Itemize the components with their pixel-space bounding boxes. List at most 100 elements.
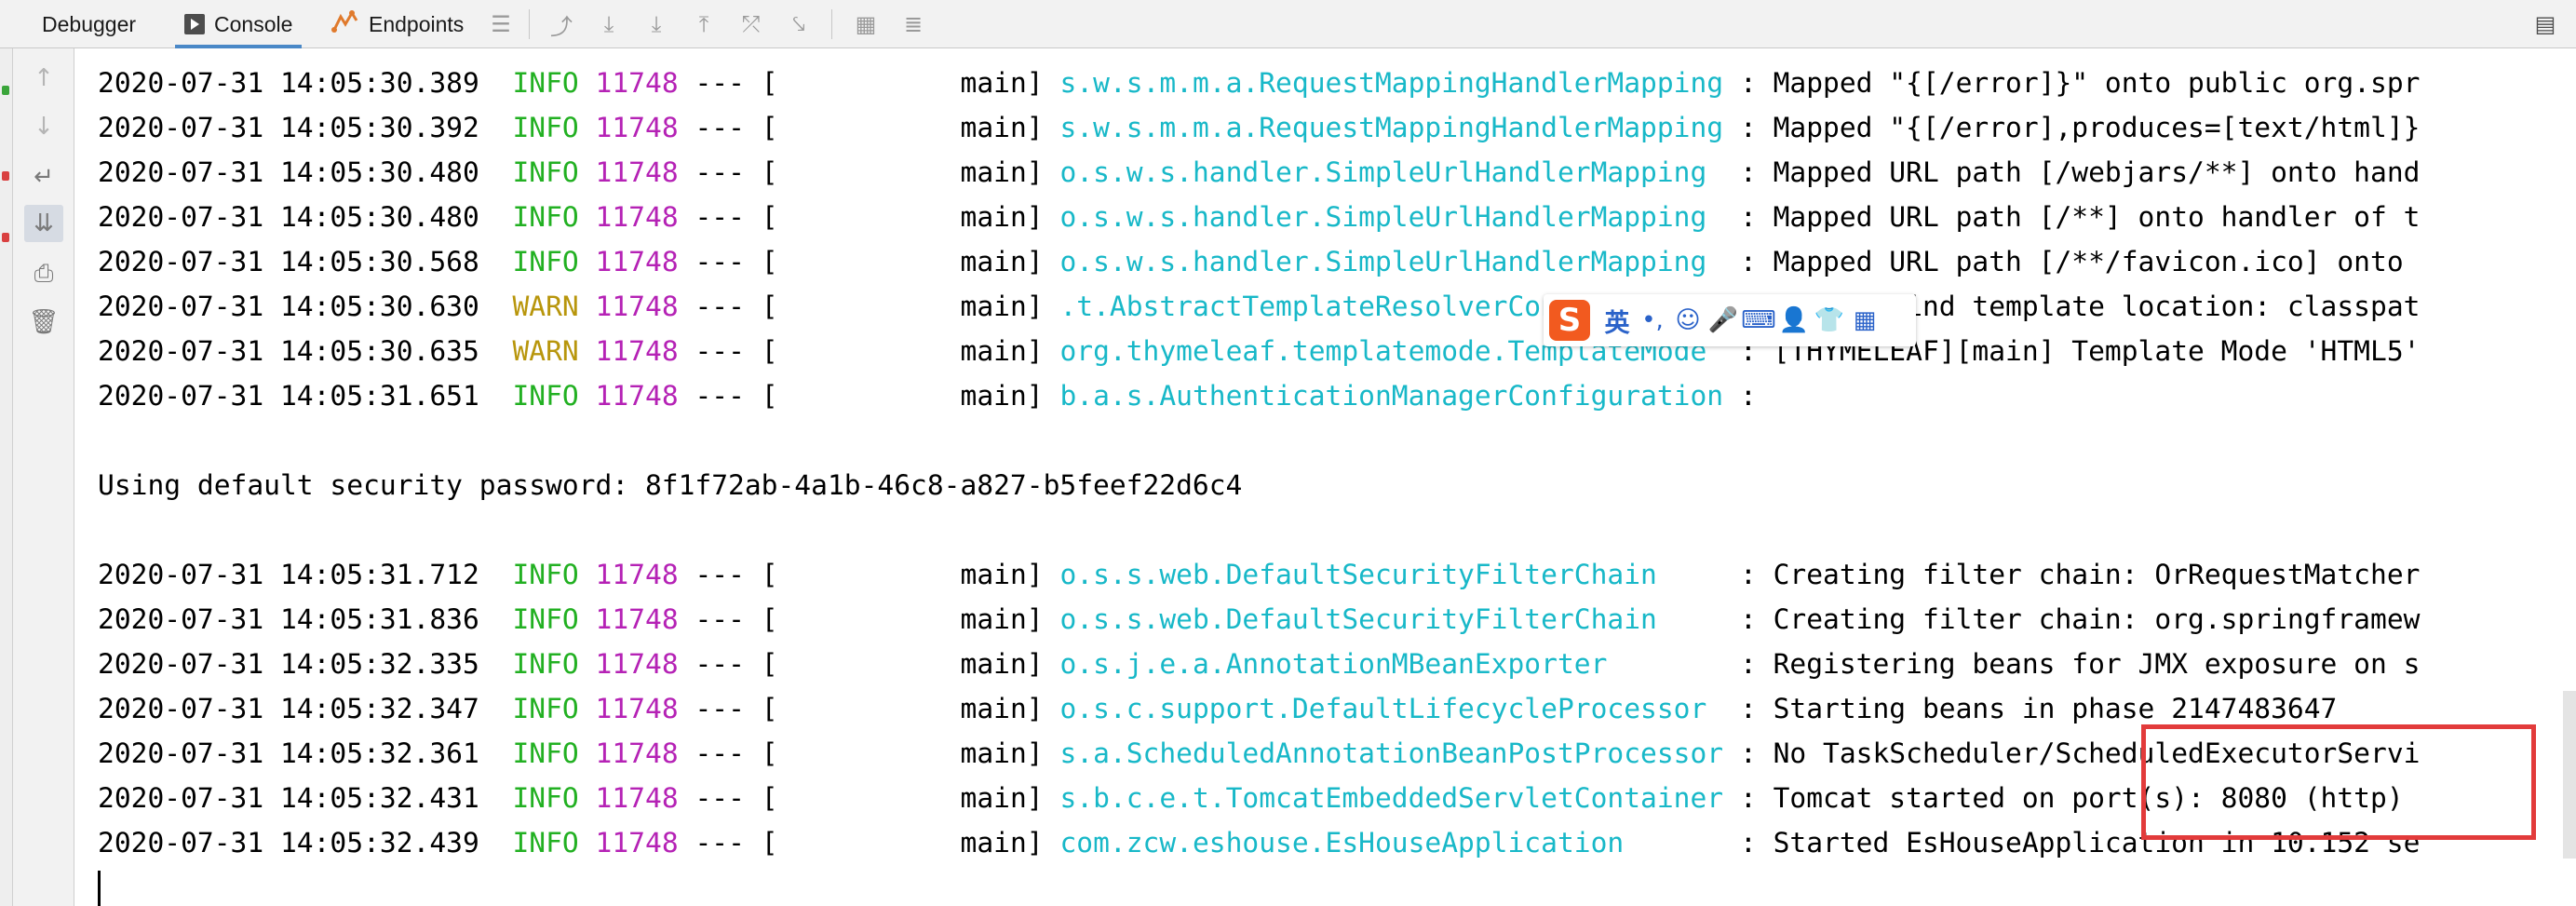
user-icon[interactable]: 👤: [1778, 306, 1810, 334]
log-spacer: [579, 335, 596, 367]
drop-frame-icon[interactable]: ⤱: [742, 11, 761, 37]
log-pid: 11748: [595, 603, 679, 635]
log-spacer: [479, 603, 513, 635]
log-timestamp: 2020-07-31 14:05:30.480: [98, 201, 479, 233]
ime-language-toggle[interactable]: 英: [1604, 308, 1630, 338]
log-spacer: [579, 827, 596, 859]
log-pid: 11748: [595, 737, 679, 769]
log-message: : Mapped "{[/error],produces=[text/html]…: [1739, 112, 2421, 143]
tab-endpoints[interactable]: Endpoints: [331, 0, 464, 48]
toolbox-icon[interactable]: ▦: [1853, 306, 1877, 334]
log-spacer: [479, 335, 513, 367]
skin-icon[interactable]: 👕: [1814, 306, 1845, 334]
console-action-gutter: ↑ ↓ ↵ ⇊ ⎙ 🗑: [13, 48, 74, 906]
step-out-icon[interactable]: ⤒: [698, 11, 709, 37]
log-spacer: [579, 67, 596, 99]
log-thread: --- [ main]: [678, 559, 1060, 590]
stop-icon[interactable]: [2, 171, 9, 181]
menu-icon[interactable]: ☰: [491, 11, 511, 37]
log-line: 2020-07-31 14:05:30.480 INFO 11748 --- […: [98, 195, 2420, 239]
log-line: 2020-07-31 14:05:30.389 INFO 11748 --- […: [98, 61, 2420, 105]
log-message: : Mapped "{[/error]}" onto public org.sp…: [1739, 67, 2421, 99]
up-arrow-icon[interactable]: ↑: [34, 64, 54, 92]
log-timestamp: 2020-07-31 14:05:30.392: [98, 112, 479, 143]
ime-logo[interactable]: S: [1549, 300, 1590, 341]
log-timestamp: 2020-07-31 14:05:32.335: [98, 648, 479, 680]
log-pid: 11748: [595, 335, 679, 367]
log-spacer: [579, 380, 596, 412]
log-spacer: [479, 67, 513, 99]
log-logger: o.s.c.support.DefaultLifecycleProcessor: [1059, 693, 1707, 724]
rerun-icon[interactable]: [2, 86, 9, 95]
log-pid: 11748: [595, 827, 679, 859]
breakpoint-icon[interactable]: [2, 233, 9, 242]
log-pid: 11748: [595, 201, 679, 233]
emoji-icon[interactable]: ☺: [1675, 306, 1701, 334]
log-level: INFO: [512, 693, 579, 724]
tab-label: Console: [214, 11, 293, 36]
log-timestamp: 2020-07-31 14:05:30.480: [98, 156, 479, 188]
print-icon[interactable]: ⎙: [34, 259, 54, 288]
step-over-icon[interactable]: ⤓: [603, 11, 614, 37]
log-logger: com.zcw.eshouse.EsHouseApplication: [1059, 827, 1625, 859]
layout-settings-icon[interactable]: ▤: [2534, 11, 2556, 37]
log-spacer: [479, 380, 513, 412]
log-pad: [1607, 648, 1740, 680]
show-execution-point-icon[interactable]: ⤴: [550, 13, 573, 40]
tab-label: Debugger: [42, 11, 137, 36]
tab-console[interactable]: Console: [174, 0, 303, 48]
scrollbar-thumb[interactable]: [2563, 691, 2576, 859]
log-message: : Started EsHouseApplication in 10.152 s…: [1739, 827, 2421, 859]
log-pad: [1657, 603, 1740, 635]
log-thread: --- [ main]: [678, 648, 1060, 680]
log-logger: o.s.s.web.DefaultSecurityFilterChain: [1059, 559, 1657, 590]
log-line: 2020-07-31 14:05:30.635 WARN 11748 --- […: [98, 329, 2420, 373]
step-into-icon[interactable]: ⤓: [651, 11, 662, 37]
left-edge-strip: [0, 0, 13, 906]
log-spacer: [579, 291, 596, 322]
log-thread: --- [ main]: [678, 693, 1060, 724]
log-pid: 11748: [595, 67, 679, 99]
keyboard-icon[interactable]: ⌨: [1741, 306, 1776, 334]
log-message: : Creating filter chain: OrRequestMatche…: [1739, 559, 2421, 590]
log-pad: [1706, 201, 1740, 233]
clear-all-icon[interactable]: 🗑: [28, 308, 60, 336]
down-arrow-icon[interactable]: ↓: [34, 113, 54, 141]
log-line: 2020-07-31 14:05:31.836 INFO 11748 --- […: [98, 597, 2420, 642]
scroll-to-end-icon[interactable]: ⇊: [24, 205, 63, 242]
punctuation-icon[interactable]: •,: [1641, 306, 1664, 334]
voice-icon[interactable]: 🎤: [1707, 306, 1739, 334]
console-icon: [184, 14, 205, 34]
log-message: : Starting beans in phase 2147483647: [1739, 693, 2338, 724]
console-output[interactable]: 2020-07-31 14:05:30.389 INFO 11748 --- […: [74, 48, 2576, 906]
log-spacer: [479, 246, 513, 277]
log-pad: [1706, 246, 1740, 277]
log-message: : Creating filter chain: org.springframe…: [1739, 603, 2421, 635]
ime-toolbar[interactable]: S 英 •, ☺ 🎤 ⌨ 👤 👕 ▦: [1544, 294, 1916, 346]
log-level: INFO: [512, 156, 579, 188]
log-line: 2020-07-31 14:05:32.439 INFO 11748 --- […: [98, 820, 2420, 865]
log-timestamp: 2020-07-31 14:05:32.439: [98, 827, 479, 859]
log-thread: --- [ main]: [678, 782, 1060, 814]
log-timestamp: 2020-07-31 14:05:30.568: [98, 246, 479, 277]
soft-wrap-icon[interactable]: ↵: [34, 163, 54, 191]
log-message: :: [1739, 380, 1757, 412]
log-logger: o.s.w.s.handler.SimpleUrlHandlerMapping: [1059, 156, 1707, 188]
evaluate-expression-icon[interactable]: ▦: [855, 11, 877, 37]
toolbar-separator: [831, 9, 832, 39]
log-spacer: [579, 648, 596, 680]
log-spacer: [579, 737, 596, 769]
tab-debugger[interactable]: Debugger: [42, 0, 136, 48]
log-pid: 11748: [595, 693, 679, 724]
log-logger: s.w.s.m.m.a.RequestMappingHandlerMapping: [1059, 112, 1724, 143]
run-to-cursor-icon[interactable]: ⤥: [792, 11, 805, 37]
log-thread: --- [ main]: [678, 380, 1060, 412]
log-line: 2020-07-31 14:05:32.361 INFO 11748 --- […: [98, 731, 2420, 776]
log-spacer: [479, 737, 513, 769]
log-thread: --- [ main]: [678, 827, 1060, 859]
trace-current-stream-icon[interactable]: ≣: [903, 11, 924, 37]
log-level: WARN: [512, 291, 579, 322]
log-pid: 11748: [595, 380, 679, 412]
log-timestamp: 2020-07-31 14:05:30.630: [98, 291, 479, 322]
log-pad: [1706, 693, 1740, 724]
